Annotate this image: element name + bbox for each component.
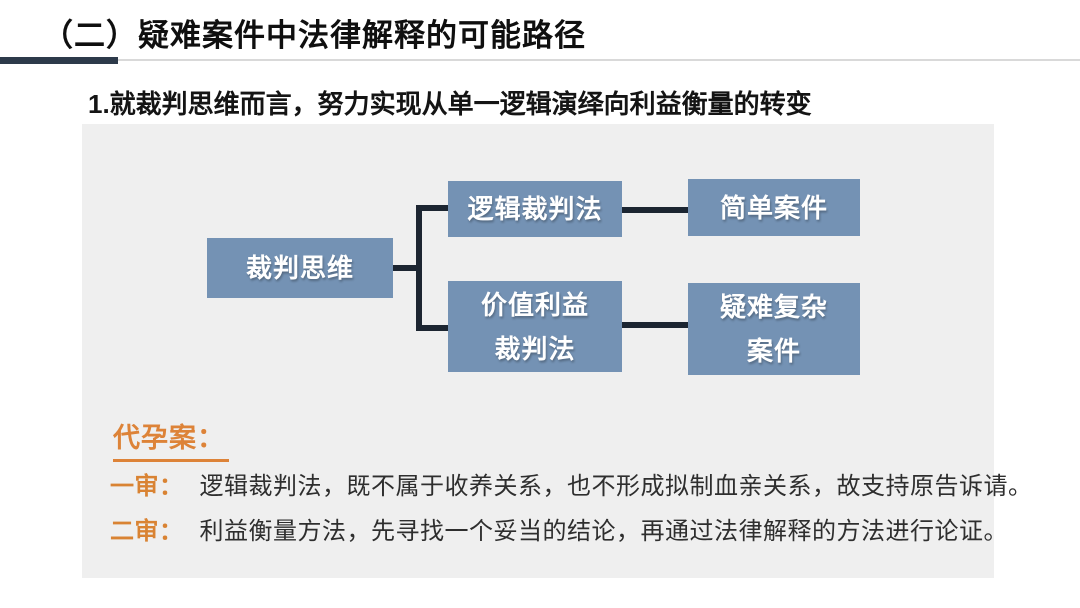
case-line-first-instance: 一审： 逻辑裁判法，既不属于收养关系，也不形成拟制血亲关系，故支持原告诉请。 [110, 466, 1033, 501]
case-heading: 代孕案： [113, 416, 229, 462]
flow-box-root: 裁判思维 [207, 238, 393, 298]
case-line-second-instance: 二审： 利益衡量方法，先寻找一个妥当的结论，再通过法律解释的方法进行论证。 [110, 511, 1008, 546]
flow-box-logic-method: 逻辑裁判法 [448, 181, 622, 237]
case-label-second-instance: 二审： [110, 518, 184, 545]
flow-box-simple-cases: 简单案件 [688, 179, 860, 236]
connector-bottom-to-result [622, 322, 688, 328]
connector-root-stub [393, 265, 418, 271]
case-label-first-instance: 一审： [110, 473, 184, 500]
case-text-first-instance: 逻辑裁判法，既不属于收养关系，也不形成拟制血亲关系，故支持原告诉请。 [199, 473, 1033, 500]
flow-box-value-interest-method: 价值利益 裁判法 [448, 281, 622, 372]
title-rule-accent-bar [0, 57, 118, 64]
section-subtitle: 1.就裁判思维而言，努力实现从单一逻辑演绎向利益衡量的转变 [88, 89, 812, 119]
title-rule-thin [0, 59, 1080, 61]
flow-box-difficult-cases: 疑难复杂 案件 [688, 283, 860, 375]
connector-top-branch [416, 205, 448, 211]
connector-top-to-result [622, 207, 688, 213]
page-title: （二）疑难案件中法律解释的可能路径 [42, 18, 586, 53]
case-text-second-instance: 利益衡量方法，先寻找一个妥当的结论，再通过法律解释的方法进行论证。 [199, 518, 1008, 545]
connector-vertical-trunk [416, 205, 422, 331]
connector-bottom-branch [416, 325, 448, 331]
